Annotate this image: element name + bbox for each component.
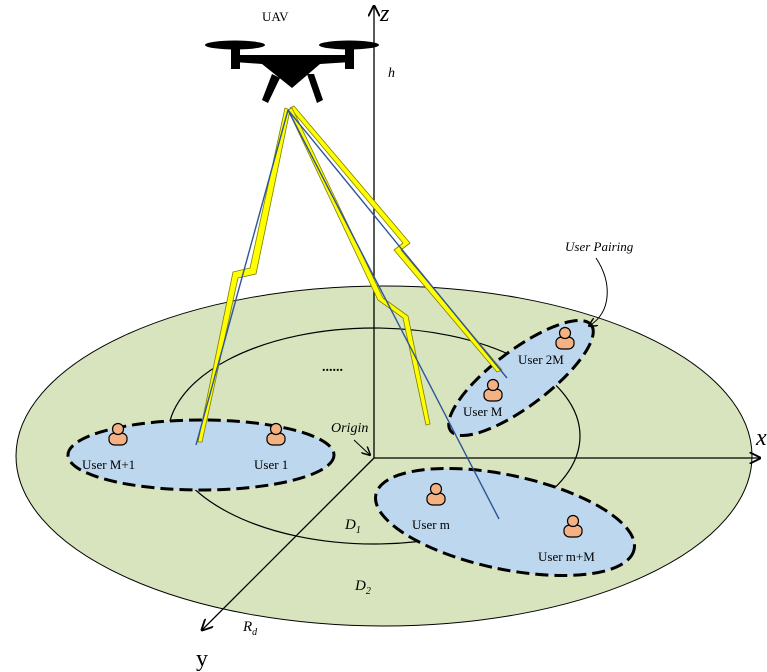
y-axis bbox=[202, 457, 375, 630]
d1-label: D1 bbox=[344, 517, 361, 536]
wireless-links-blue bbox=[195, 109, 508, 520]
user-pairing-pointer bbox=[589, 257, 608, 326]
d2-label: D2 bbox=[354, 578, 371, 597]
rd-label: Rd bbox=[242, 619, 258, 638]
user-1-label: User 1 bbox=[254, 457, 288, 472]
h-label: h bbox=[388, 66, 395, 81]
uav-drone-icon bbox=[205, 40, 379, 103]
x-axis-label: x bbox=[755, 425, 767, 451]
user-pairing-label: User Pairing bbox=[565, 239, 634, 254]
user-m-label: User M bbox=[463, 404, 503, 419]
origin-pointer bbox=[353, 439, 370, 455]
user-small-m-label: User m bbox=[412, 517, 450, 532]
user-2m-label: User 2M bbox=[518, 352, 564, 367]
z-axis-label: z bbox=[379, 1, 390, 27]
uav-label: UAV bbox=[262, 9, 289, 24]
user-m-plus-1-label: User M+1 bbox=[82, 457, 135, 472]
origin-label: Origin bbox=[331, 421, 368, 436]
ellipsis-dots: ...... bbox=[322, 360, 343, 375]
y-axis-label: y bbox=[196, 646, 208, 672]
user-m-plus-big-m-label: User m+M bbox=[538, 549, 595, 564]
